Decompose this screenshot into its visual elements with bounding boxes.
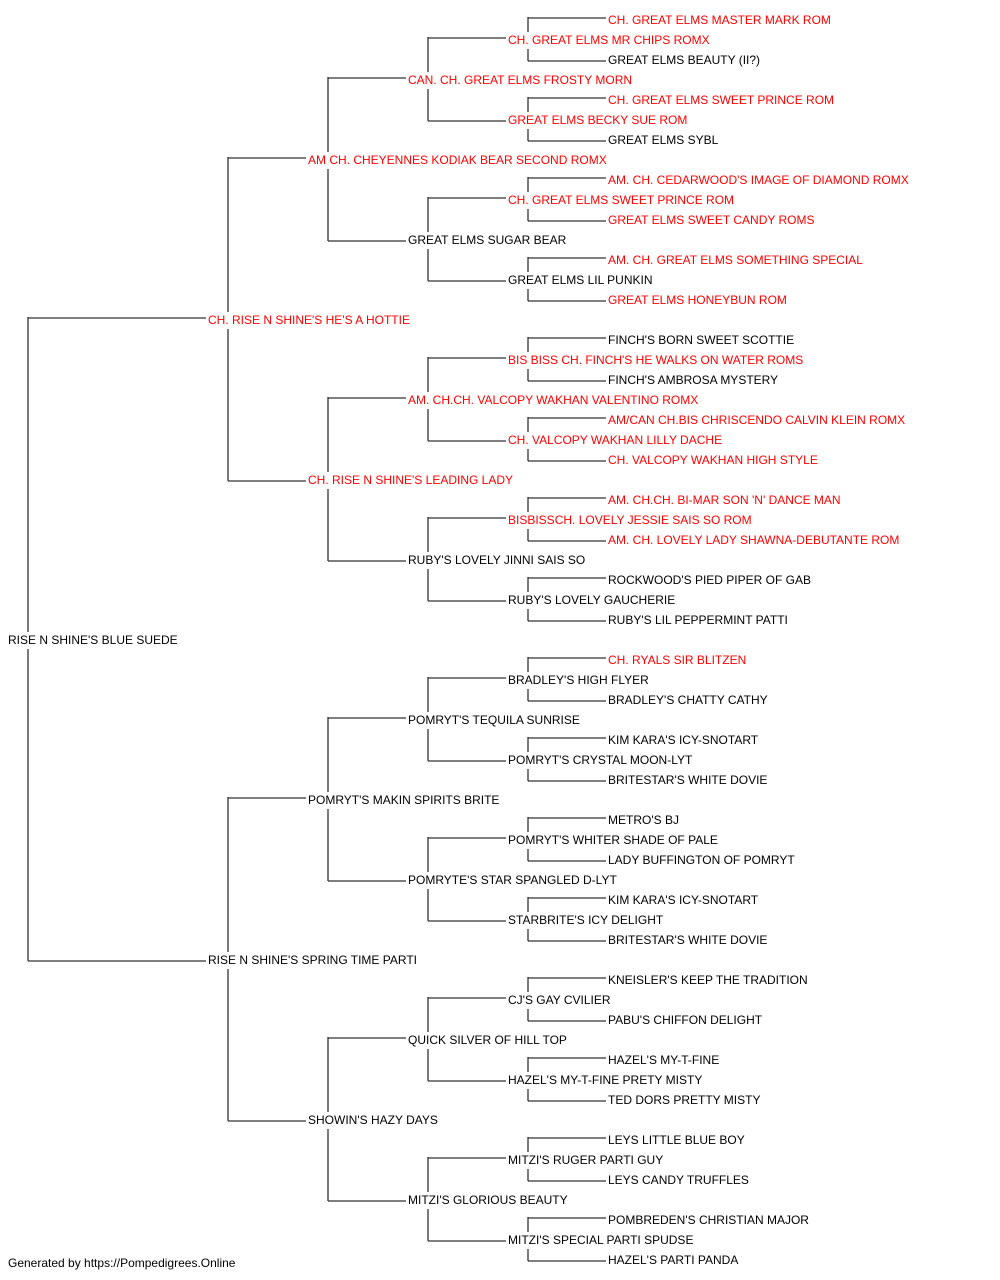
generated-by-footer: Generated by https://Pompedigrees.Online — [8, 1256, 236, 1270]
dog-name-gen5: CH. VALCOPY WAKHAN HIGH STYLE — [608, 453, 818, 467]
dog-name-gen3: MITZI'S GLORIOUS BEAUTY — [408, 1193, 568, 1207]
dog-name-gen4: POMRYT'S CRYSTAL MOON-LYT — [508, 753, 693, 767]
dog-name-gen5: FINCH'S AMBROSA MYSTERY — [608, 373, 778, 387]
dog-name-gen5: RUBY'S LIL PEPPERMINT PATTI — [608, 613, 788, 627]
dog-name-gen5: METRO'S BJ — [608, 813, 679, 827]
dog-name-gen5: BRITESTAR'S WHITE DOVIE — [608, 773, 767, 787]
dog-name-gen4: MITZI'S RUGER PARTI GUY — [508, 1153, 663, 1167]
dog-name-gen4: GREAT ELMS LIL PUNKIN — [508, 273, 653, 287]
dog-name-gen5: AM. CH. CEDARWOOD'S IMAGE OF DIAMOND ROM… — [608, 173, 909, 187]
dog-name-gen5: FINCH'S BORN SWEET SCOTTIE — [608, 333, 794, 347]
dog-name-gen4: BIS BISS CH. FINCH'S HE WALKS ON WATER R… — [508, 353, 803, 367]
dog-name-gen5: POMBREDEN'S CHRISTIAN MAJOR — [608, 1213, 809, 1227]
dog-name-gen5: HAZEL'S MY-T-FINE — [608, 1053, 719, 1067]
dog-name-gen0: RISE N SHINE'S BLUE SUEDE — [8, 633, 178, 647]
dog-name-gen5: KNEISLER'S KEEP THE TRADITION — [608, 973, 808, 987]
dog-name-gen4: CH. VALCOPY WAKHAN LILLY DACHE — [508, 433, 722, 447]
dog-name-gen5: AM. CH. LOVELY LADY SHAWNA-DEBUTANTE ROM — [608, 533, 899, 547]
connector-lines — [27, 17, 606, 1262]
dog-name-gen4: STARBRITE'S ICY DELIGHT — [508, 913, 664, 927]
dog-name-gen5: BRITESTAR'S WHITE DOVIE — [608, 933, 767, 947]
dog-name-gen5: PABU'S CHIFFON DELIGHT — [608, 1013, 763, 1027]
dog-name-gen1: CH. RISE N SHINE'S HE'S A HOTTIE — [208, 313, 410, 327]
dog-name-gen4: GREAT ELMS BECKY SUE ROM — [508, 113, 687, 127]
dog-name-gen5: CH. GREAT ELMS SWEET PRINCE ROM — [608, 93, 834, 107]
dog-name-gen5: ROCKWOOD'S PIED PIPER OF GAB — [608, 573, 811, 587]
dog-name-gen5: KIM KARA'S ICY-SNOTART — [608, 893, 759, 907]
dog-name-gen5: CH. RYALS SIR BLITZEN — [608, 653, 746, 667]
dog-name-gen5: GREAT ELMS BEAUTY (II?) — [608, 53, 760, 67]
dog-name-gen5: LEYS LITTLE BLUE BOY — [608, 1133, 745, 1147]
dog-name-gen4: CH. GREAT ELMS SWEET PRINCE ROM — [508, 193, 734, 207]
dog-name-gen3: AM. CH.CH. VALCOPY WAKHAN VALENTINO ROMX — [408, 393, 698, 407]
dog-name-gen4: POMRYT'S WHITER SHADE OF PALE — [508, 833, 718, 847]
dog-name-gen2: AM CH. CHEYENNES KODIAK BEAR SECOND ROMX — [308, 153, 607, 167]
dog-name-gen5: LEYS CANDY TRUFFLES — [608, 1173, 749, 1187]
dog-name-gen5: AM/CAN CH.BIS CHRISCENDO CALVIN KLEIN RO… — [608, 413, 905, 427]
dog-name-gen4: RUBY'S LOVELY GAUCHERIE — [508, 593, 675, 607]
dog-name-gen3: GREAT ELMS SUGAR BEAR — [408, 233, 567, 247]
dog-name-gen4: BRADLEY'S HIGH FLYER — [508, 673, 649, 687]
dog-name-gen2: CH. RISE N SHINE'S LEADING LADY — [308, 473, 513, 487]
dog-name-gen1: RISE N SHINE'S SPRING TIME PARTI — [208, 953, 417, 967]
dog-name-gen5: GREAT ELMS HONEYBUN ROM — [608, 293, 787, 307]
dog-name-gen5: KIM KARA'S ICY-SNOTART — [608, 733, 759, 747]
dog-name-gen4: CJ'S GAY CVILIER — [508, 993, 611, 1007]
dog-name-gen5: TED DORS PRETTY MISTY — [608, 1093, 760, 1107]
dog-name-gen5: AM. CH.CH. BI-MAR SON 'N' DANCE MAN — [608, 493, 841, 507]
dog-name-gen5: GREAT ELMS SWEET CANDY ROMS — [608, 213, 814, 227]
dog-name-gen4: MITZI'S SPECIAL PARTI SPUDSE — [508, 1233, 693, 1247]
dog-name-gen4: HAZEL'S MY-T-FINE PRETY MISTY — [508, 1073, 702, 1087]
dog-name-gen2: SHOWIN'S HAZY DAYS — [308, 1113, 438, 1127]
dog-name-gen5: BRADLEY'S CHATTY CATHY — [608, 693, 768, 707]
dog-name-gen3: QUICK SILVER OF HILL TOP — [408, 1033, 567, 1047]
dog-name-gen5: LADY BUFFINGTON OF POMRYT — [608, 853, 795, 867]
dog-name-gen5: AM. CH. GREAT ELMS SOMETHING SPECIAL — [608, 253, 863, 267]
dog-name-gen5: HAZEL'S PARTI PANDA — [608, 1253, 738, 1267]
dog-name-gen2: POMRYT'S MAKIN SPIRITS BRITE — [308, 793, 499, 807]
dog-name-gen5: GREAT ELMS SYBL — [608, 133, 719, 147]
dog-name-gen3: POMRYTE'S STAR SPANGLED D-LYT — [408, 873, 617, 887]
dog-name-gen3: POMRYT'S TEQUILA SUNRISE — [408, 713, 580, 727]
dog-name-gen4: CH. GREAT ELMS MR CHIPS ROMX — [508, 33, 710, 47]
dog-name-gen3: CAN. CH. GREAT ELMS FROSTY MORN — [408, 73, 632, 87]
dog-name-gen3: RUBY'S LOVELY JINNI SAIS SO — [408, 553, 585, 567]
dog-name-gen5: CH. GREAT ELMS MASTER MARK ROM — [608, 13, 831, 27]
dog-name-gen4: BISBISSCH. LOVELY JESSIE SAIS SO ROM — [508, 513, 752, 527]
dog-labels: RISE N SHINE'S BLUE SUEDE CH. RISE N SHIN… — [8, 13, 909, 1267]
